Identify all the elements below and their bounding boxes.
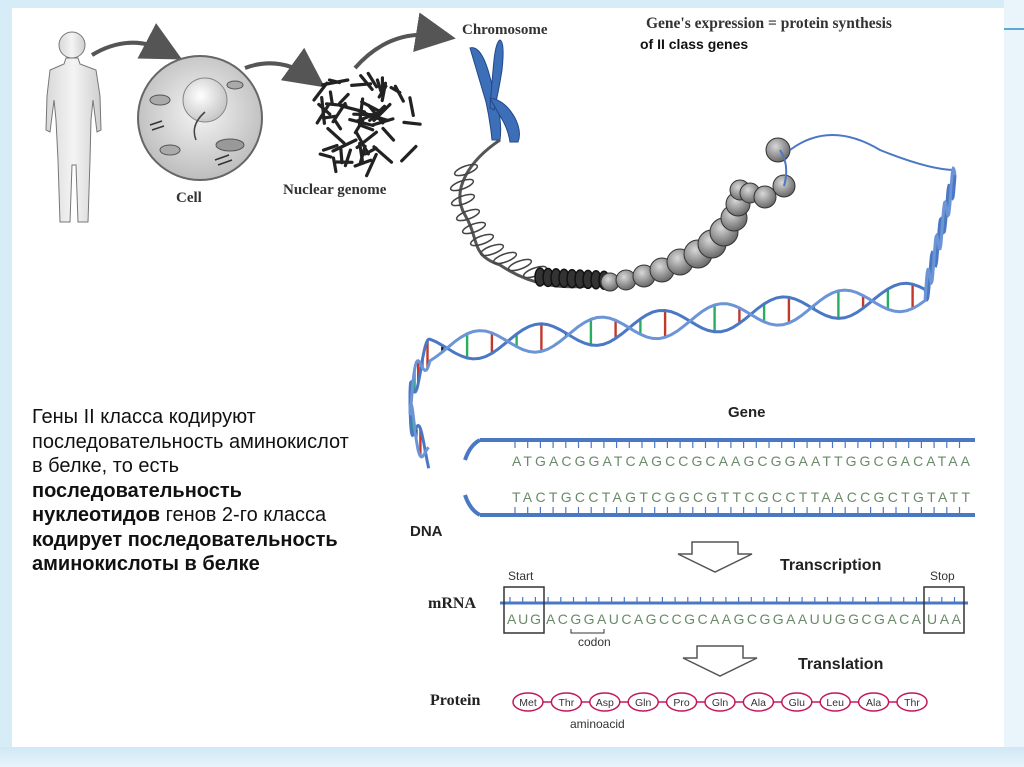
gene-dna-strands xyxy=(463,438,975,517)
translation-label: Translation xyxy=(798,656,883,673)
amino-acid-label: Thr xyxy=(904,697,920,709)
description-bold-2: кодирует последовательность аминокислоты… xyxy=(32,528,338,576)
nucleosome-beads xyxy=(600,134,956,292)
amino-acid-bead xyxy=(550,692,583,712)
amino-acid-bead xyxy=(512,692,544,712)
start-label: Start xyxy=(508,569,534,583)
start-codon-box xyxy=(503,586,545,634)
mrna-backbone-ticks xyxy=(509,597,956,603)
amino-acid-bead xyxy=(857,692,890,712)
amino-acid-bead xyxy=(704,692,736,712)
mrna-label: mRNA xyxy=(428,595,476,612)
dna-double-helix xyxy=(408,165,957,469)
amino-acid-label: Met xyxy=(519,697,537,709)
protein-label: Protein xyxy=(430,692,480,709)
human-figure-icon xyxy=(45,31,102,223)
amino-acid-bead xyxy=(896,692,928,712)
stop-label: Stop xyxy=(930,569,955,583)
mrna-start-codon: AUG xyxy=(507,611,541,627)
chromatin-rings xyxy=(449,163,610,290)
dna-top-sequence: ATGACGGATCAGCCGCAAGCGGAATTGGCGACATAA xyxy=(512,453,971,469)
mrna-middle-sequence: ACGGAUCAGCCGCAAGCGGAAUUGGCGACA xyxy=(546,611,922,627)
stop-codon-box xyxy=(923,586,965,634)
translation-arrow xyxy=(682,645,758,677)
dna-label: DNA xyxy=(410,523,443,540)
arrow-cell-to-genome xyxy=(244,47,325,88)
description-part-1: Гены II класса кодируют последовательнос… xyxy=(32,406,349,477)
nuclear-genome-label: Nuclear genome xyxy=(283,182,387,198)
amino-acid-bead xyxy=(589,692,621,712)
arrow-human-to-cell xyxy=(90,23,183,60)
amino-acid-bead xyxy=(627,692,659,712)
chromosome-icon xyxy=(469,39,520,143)
amino-acid-label: Thr xyxy=(559,697,575,709)
transcription-arrow xyxy=(677,541,753,573)
aminoacid-label: aminoacid xyxy=(570,717,625,731)
cell-icon xyxy=(137,55,263,181)
dna-bottom-sequence: TACTGCCTAGTCGGCGTTCGCCTTAACCGCTGTATT xyxy=(512,489,970,505)
protein-chain: Met Thr Asp Gln Pro Gln Ala Glu Leu Ala Thr xyxy=(512,692,928,712)
slide-accent-line xyxy=(1004,28,1024,30)
description-part-2: генов 2-го класса xyxy=(160,504,327,526)
russian-description: Гены II класса кодируют последовательнос… xyxy=(32,405,362,577)
slide-right-margin xyxy=(1004,0,1024,767)
amino-acid-label: Pro xyxy=(673,697,690,709)
amino-acid-bead xyxy=(781,692,813,712)
amino-acid-label: Ala xyxy=(866,697,881,709)
slide-bottom-band xyxy=(0,747,1024,767)
description-bold-1: последовательность нуклеотидов xyxy=(32,479,242,527)
amino-acid-label: Gln xyxy=(635,697,652,709)
mrna-stop-codon: UAA xyxy=(927,611,962,627)
amino-acid-label: Leu xyxy=(826,697,844,709)
codon-label: codon xyxy=(578,635,611,649)
amino-acid-label: Ala xyxy=(751,697,766,709)
codon-bracket xyxy=(570,629,605,634)
transcription-label: Transcription xyxy=(780,557,881,574)
cell-label: Cell xyxy=(176,190,202,206)
chromosome-label: Chromosome xyxy=(462,22,548,38)
nuclear-genome-icon xyxy=(312,71,422,178)
gene-expression-subtitle: of II class genes xyxy=(640,36,749,52)
gene-expression-title: Gene's expression = protein synthesis xyxy=(646,15,892,32)
gene-label: Gene xyxy=(728,404,766,421)
amino-acid-bead xyxy=(742,692,775,712)
amino-acid-label: Asp xyxy=(596,697,614,709)
amino-acid-bead xyxy=(819,692,851,712)
amino-acid-label: Glu xyxy=(789,697,806,709)
arrow-genome-to-chromosome xyxy=(353,12,456,70)
amino-acid-label: Gln xyxy=(712,697,729,709)
amino-acid-bead xyxy=(665,692,698,712)
